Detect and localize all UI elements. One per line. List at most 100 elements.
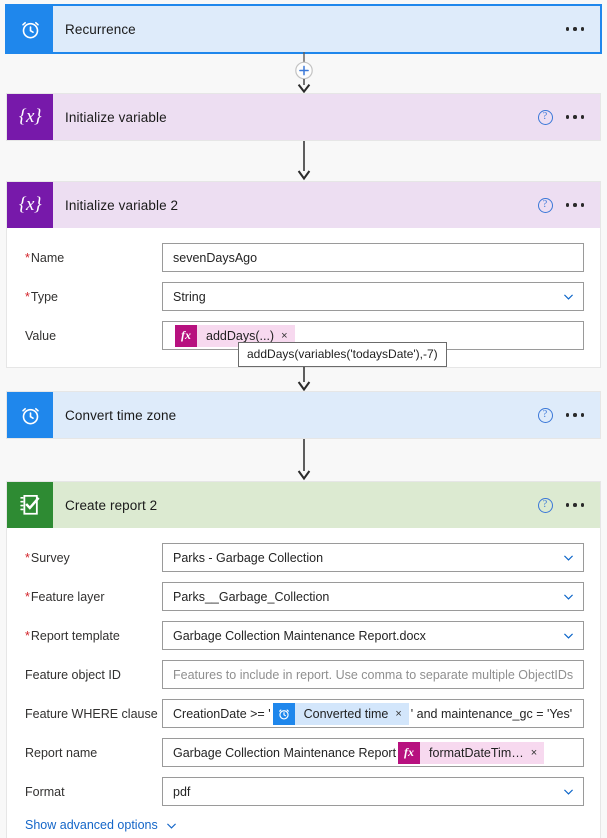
step-menu-button[interactable] xyxy=(565,503,584,507)
format-select[interactable]: pdf xyxy=(162,777,584,806)
survey-select[interactable]: Parks - Garbage Collection xyxy=(162,543,584,572)
placeholder-text: Features to include in report. Use comma… xyxy=(173,667,574,682)
step-title: Convert time zone xyxy=(65,407,177,423)
required-asterisk: * xyxy=(25,628,30,643)
field-row-type: *Type String xyxy=(7,277,600,316)
token-label: Converted time xyxy=(303,706,389,721)
step-menu-button[interactable] xyxy=(565,115,584,119)
flow-step-recurrence[interactable]: Recurrence xyxy=(7,6,600,52)
required-asterisk: * xyxy=(25,289,30,304)
connector-arrow xyxy=(0,439,607,481)
flow-step-initialize-variable-2[interactable]: {x} Initialize variable 2 ? *Name sevenD… xyxy=(7,182,600,367)
field-label: *Type xyxy=(25,289,58,304)
flow-step-initialize-variable[interactable]: {x} Initialize variable ? xyxy=(7,94,600,140)
name-input[interactable]: sevenDaysAgo xyxy=(162,243,584,272)
help-icon[interactable]: ? xyxy=(537,197,553,213)
step-title: Initialize variable xyxy=(65,109,167,125)
field-label: Feature WHERE clause xyxy=(25,706,158,721)
step-menu-button[interactable] xyxy=(565,27,584,31)
field-row-value: Value fx addDays(...) × xyxy=(7,316,600,355)
field-label: Report name xyxy=(25,745,98,760)
required-asterisk: * xyxy=(25,250,30,265)
field-label: *Feature layer xyxy=(25,589,105,604)
required-asterisk: * xyxy=(25,550,30,565)
field-label: *Name xyxy=(25,250,65,265)
flow-step-convert-time-zone[interactable]: Convert time zone ? xyxy=(7,392,600,438)
field-row-feature-layer: *Feature layer Parks__Garbage_Collection xyxy=(7,577,600,616)
connector-arrow xyxy=(0,141,607,181)
feature-object-id-input[interactable]: Features to include in report. Use comma… xyxy=(162,660,584,689)
report-template-select[interactable]: Garbage Collection Maintenance Report.do… xyxy=(162,621,584,650)
remove-token-icon[interactable]: × xyxy=(281,329,288,342)
feature-layer-select[interactable]: Parks__Garbage_Collection xyxy=(162,582,584,611)
help-icon[interactable]: ? xyxy=(537,407,553,423)
field-row-name: *Name sevenDaysAgo xyxy=(7,238,600,277)
flow-step-create-report-2[interactable]: Create report 2 ? *Survey Parks - Garbag… xyxy=(7,482,600,838)
report-name-input[interactable]: Garbage Collection Maintenance Report fx… xyxy=(162,738,584,767)
feature-where-clause-input[interactable]: CreationDate >= ' Converted time × xyxy=(162,699,584,728)
field-row-feature-object-id: Feature object ID Features to include in… xyxy=(7,655,600,694)
value-input[interactable]: fx addDays(...) × xyxy=(162,321,584,350)
step-menu-button[interactable] xyxy=(565,413,584,417)
remove-token-icon[interactable]: × xyxy=(530,746,538,759)
chevron-down-icon xyxy=(165,819,178,832)
select-value: Parks__Garbage_Collection xyxy=(173,589,330,604)
field-row-survey: *Survey Parks - Garbage Collection xyxy=(7,538,600,577)
step-header[interactable]: {x} Initialize variable ? xyxy=(7,94,600,140)
step-title: Initialize variable 2 xyxy=(65,197,179,213)
step-header[interactable]: Recurrence xyxy=(7,6,600,52)
fx-icon: fx xyxy=(175,324,197,347)
step-header[interactable]: Create report 2 ? xyxy=(7,482,600,528)
required-asterisk: * xyxy=(25,589,30,604)
step-header[interactable]: Convert time zone ? xyxy=(7,392,600,438)
help-icon[interactable]: ? xyxy=(537,497,553,513)
expression-token-chip[interactable]: fx formatDateTim… × xyxy=(398,741,545,764)
fx-icon: fx xyxy=(398,741,421,764)
field-row-format: Format pdf xyxy=(7,772,600,811)
chevron-down-icon xyxy=(562,785,575,798)
chevron-down-icon xyxy=(562,551,575,564)
step-title: Create report 2 xyxy=(65,497,158,513)
alarm-clock-icon xyxy=(7,392,53,438)
chevron-down-icon xyxy=(562,629,575,642)
help-icon[interactable]: ? xyxy=(537,109,553,125)
where-suffix-text: ' and maintenance_gc = 'Yes' xyxy=(410,706,573,721)
chevron-down-icon xyxy=(562,590,575,603)
step-body: *Name sevenDaysAgo *Type String xyxy=(7,228,600,367)
survey-clipboard-icon xyxy=(7,482,53,528)
step-title: Recurrence xyxy=(65,21,136,37)
field-row-report-name: Report name Garbage Collection Maintenan… xyxy=(7,733,600,772)
input-value: sevenDaysAgo xyxy=(173,250,258,265)
field-label: Value xyxy=(25,328,57,343)
step-body: *Survey Parks - Garbage Collection *Feat… xyxy=(7,528,600,838)
alarm-clock-icon xyxy=(7,6,53,52)
show-advanced-options-link[interactable]: Show advanced options xyxy=(7,811,600,832)
variable-braces-icon: {x} xyxy=(7,94,53,140)
alarm-clock-icon xyxy=(272,702,295,725)
token-label: formatDateTim… xyxy=(429,745,524,760)
remove-token-icon[interactable]: × xyxy=(395,707,402,720)
field-row-report-template: *Report template Garbage Collection Main… xyxy=(7,616,600,655)
connector-arrow xyxy=(0,358,607,392)
report-name-text: Garbage Collection Maintenance Report xyxy=(173,745,397,760)
step-menu-button[interactable] xyxy=(565,203,584,207)
field-label: Format xyxy=(25,784,65,799)
expression-token-chip[interactable]: fx addDays(...) × xyxy=(175,324,295,347)
show-advanced-options-label: Show advanced options xyxy=(25,818,158,832)
chevron-down-icon xyxy=(562,290,575,303)
token-label: addDays(...) xyxy=(206,328,275,343)
connector-with-add-button xyxy=(0,52,607,94)
field-label: *Report template xyxy=(25,628,120,643)
add-step-button[interactable] xyxy=(283,62,325,82)
type-select[interactable]: String xyxy=(162,282,584,311)
field-label: Feature object ID xyxy=(25,667,121,682)
select-value: Garbage Collection Maintenance Report.do… xyxy=(173,628,426,643)
variable-braces-icon: {x} xyxy=(7,182,53,228)
step-header[interactable]: {x} Initialize variable 2 ? xyxy=(7,182,600,228)
field-label: *Survey xyxy=(25,550,70,565)
select-value: String xyxy=(173,289,206,304)
expression-tooltip: addDays(variables('todaysDate'),-7) xyxy=(238,342,447,367)
converted-time-token-chip[interactable]: Converted time × xyxy=(272,702,409,725)
select-value: pdf xyxy=(173,784,191,799)
